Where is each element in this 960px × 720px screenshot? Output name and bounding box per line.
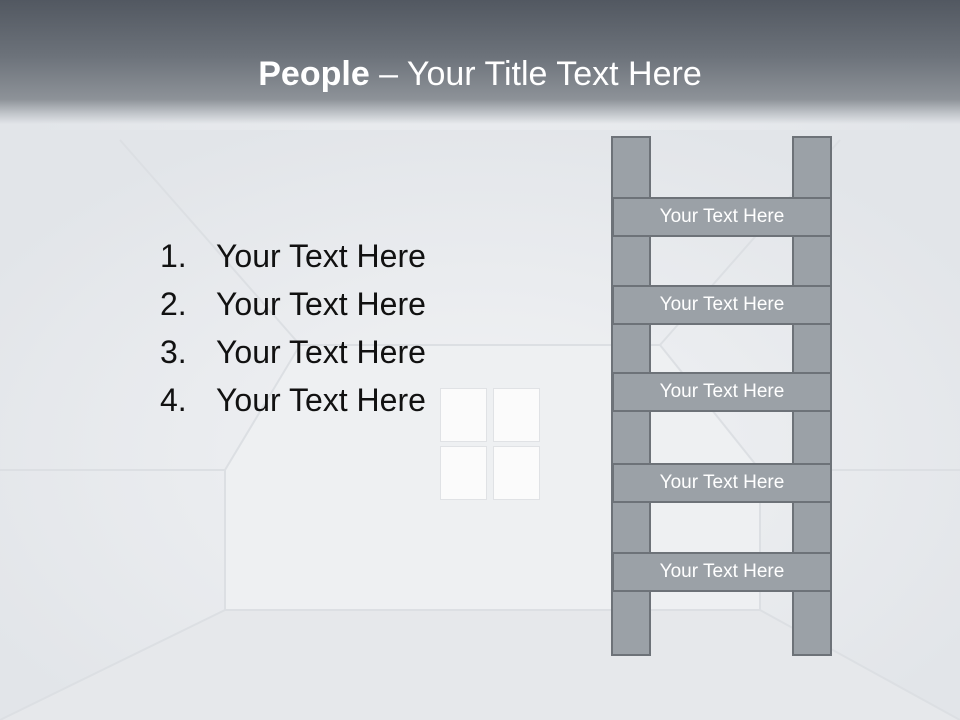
list-item: 2. Your Text Here xyxy=(160,280,426,328)
title-rest: – Your Title Text Here xyxy=(369,55,702,93)
window-decoration xyxy=(438,386,540,502)
list-text: Your Text Here xyxy=(216,238,426,274)
ladder-rung: Your Text Here xyxy=(612,285,832,325)
list-number: 2. xyxy=(160,286,187,322)
list-text: Your Text Here xyxy=(216,286,426,322)
ladder-rung: Your Text Here xyxy=(612,463,832,503)
list-text: Your Text Here xyxy=(216,382,426,418)
list-number: 1. xyxy=(160,238,187,274)
list-item: 4. Your Text Here xyxy=(160,376,426,424)
ladder-rung: Your Text Here xyxy=(612,552,832,592)
ladder-rung: Your Text Here xyxy=(612,197,832,237)
numbered-list: 1. Your Text Here 2. Your Text Here 3. Your… xyxy=(160,232,426,424)
ladder-rung: Your Text Here xyxy=(612,372,832,412)
title-bar xyxy=(0,0,960,124)
slide-title: People – Your Title Text Here xyxy=(0,52,960,96)
list-item: 1. Your Text Here xyxy=(160,232,426,280)
list-number: 4. xyxy=(160,382,187,418)
list-item: 3. Your Text Here xyxy=(160,328,426,376)
list-text: Your Text Here xyxy=(216,334,426,370)
title-bold: People xyxy=(258,55,370,93)
list-number: 3. xyxy=(160,334,187,370)
